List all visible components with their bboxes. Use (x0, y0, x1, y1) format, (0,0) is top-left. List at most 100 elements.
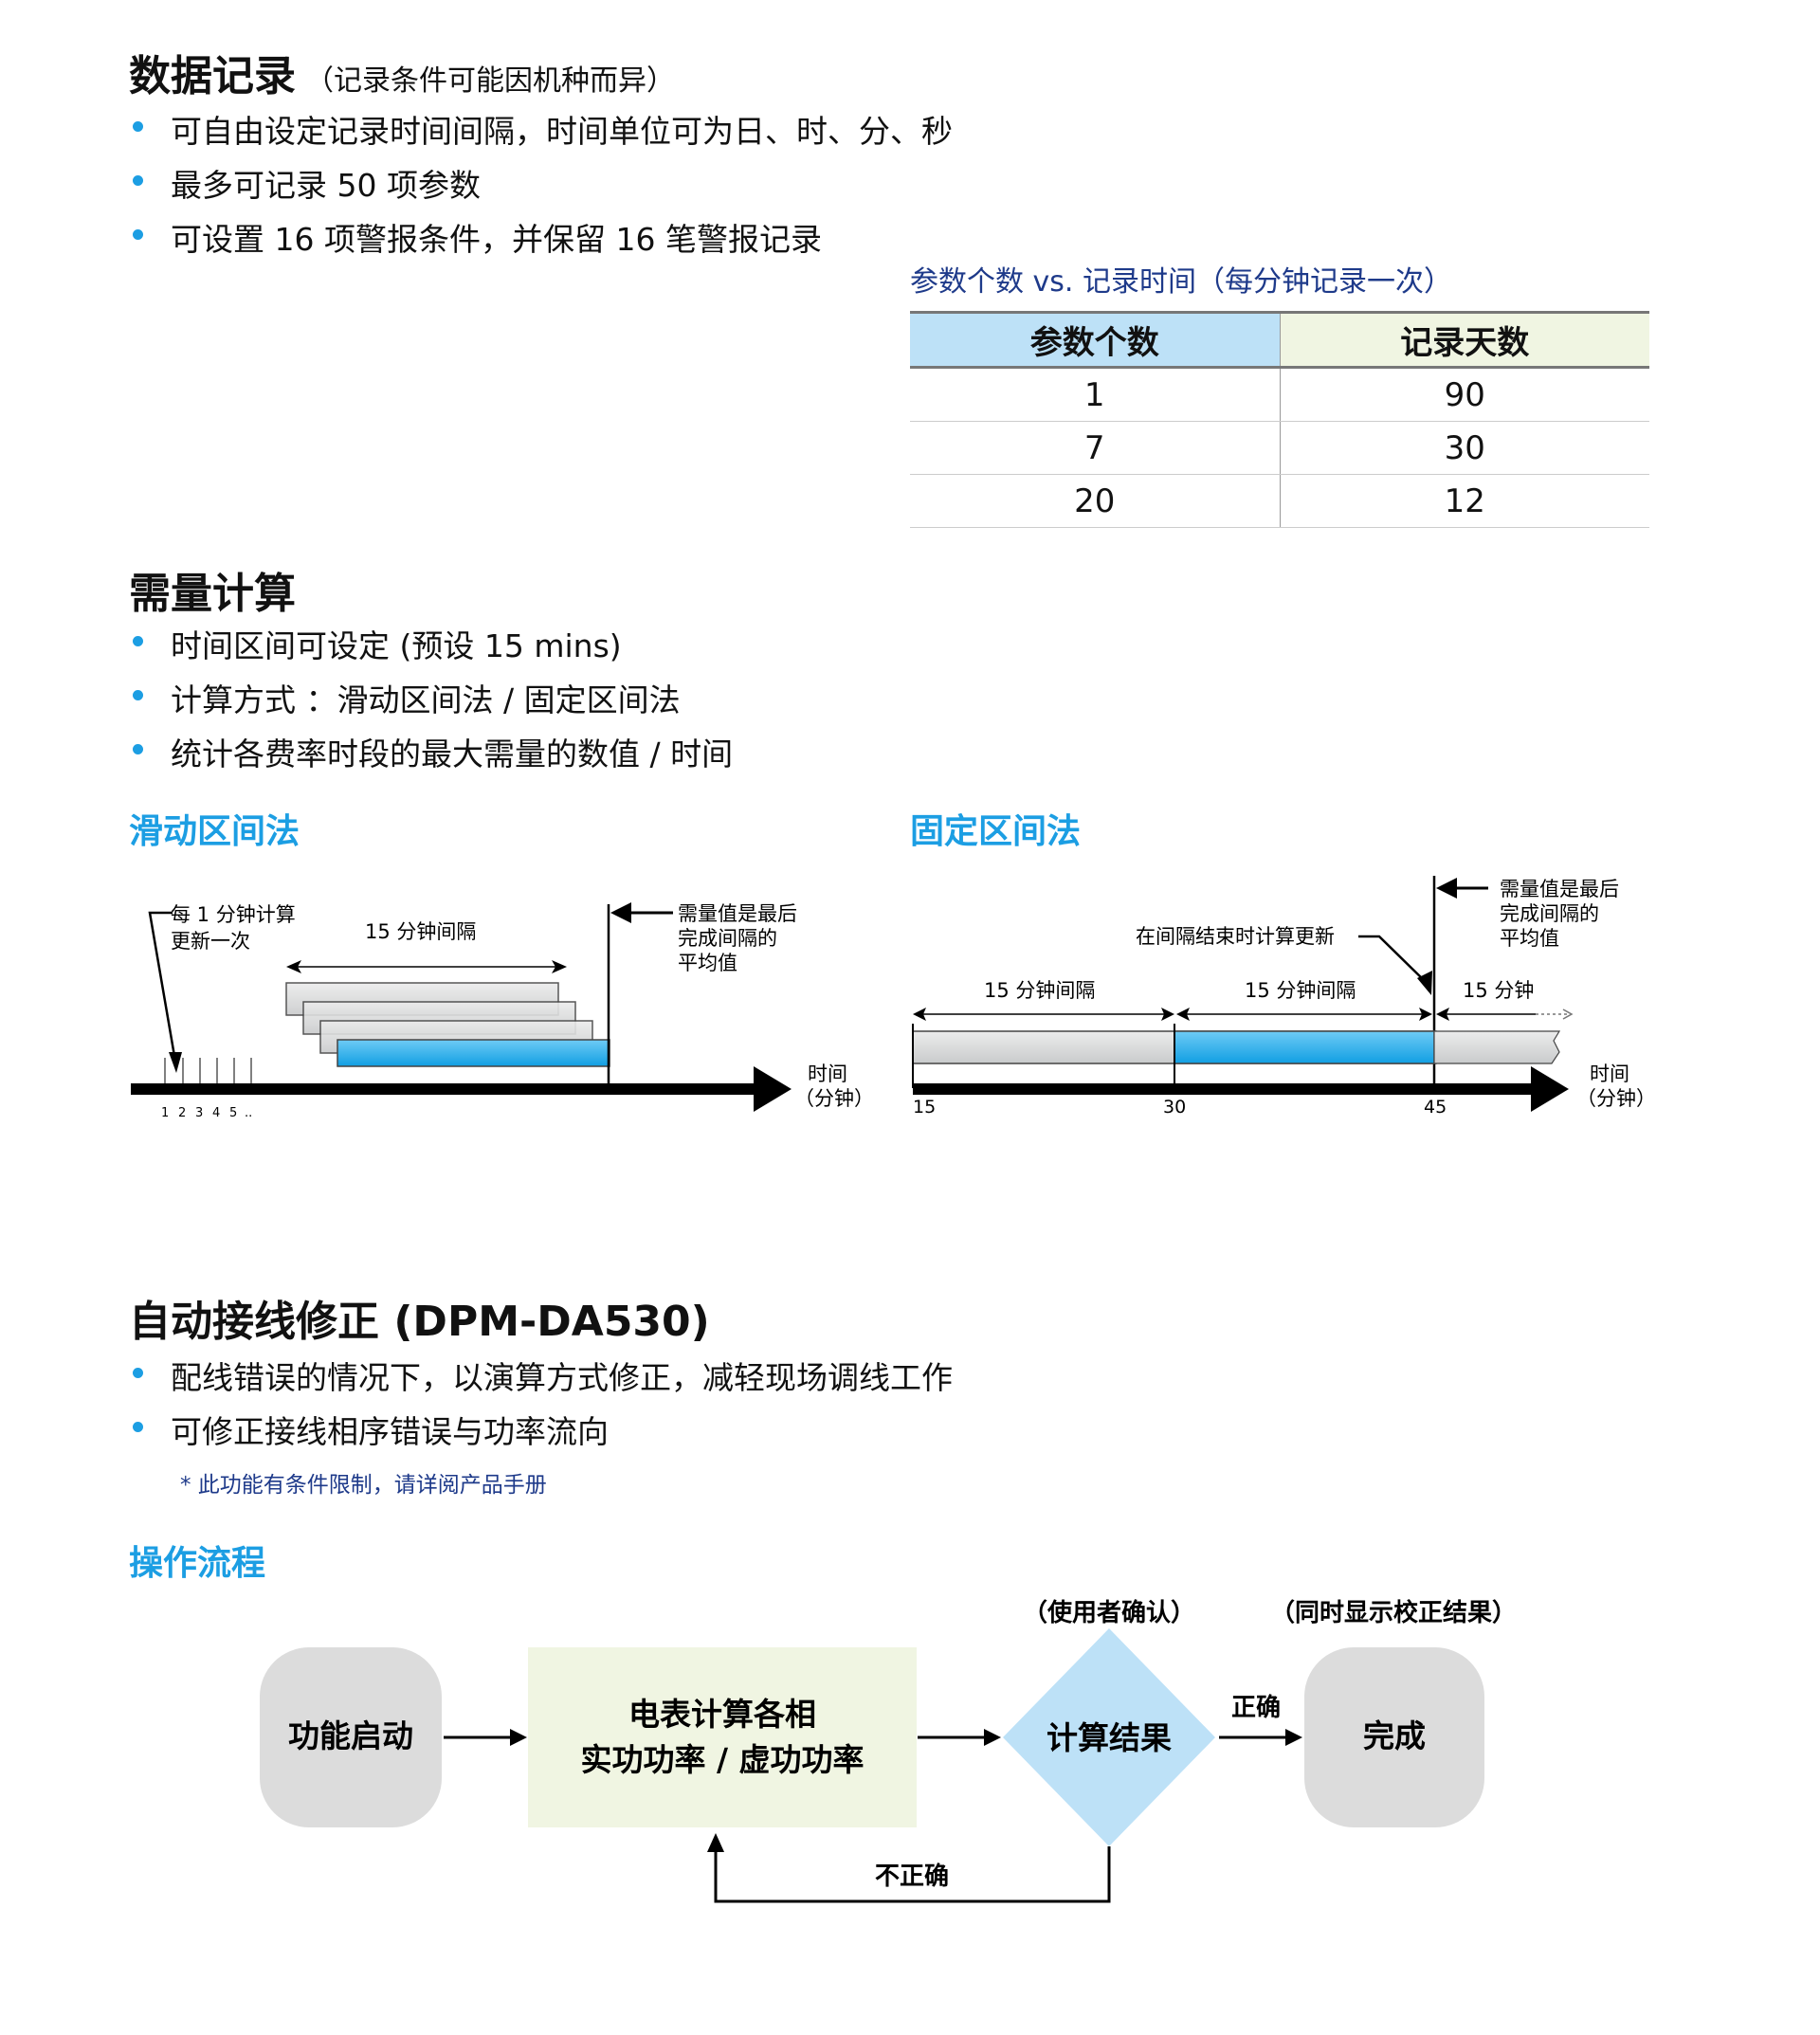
flow-calc-line1: 电表计算各相 (628, 1696, 816, 1733)
bullet-icon (133, 744, 143, 754)
demand-bullet: 时间区间可设定 (预设 15 mins) (171, 627, 622, 664)
table-row: 1 90 (910, 367, 1649, 422)
axis-label-line1: 时间 (808, 1063, 847, 1085)
operation-flowchart: 功能启动 电表计算各相 实功功率 / 虚功功率 计算结果 （使用者确认） 正确 … (260, 1598, 1517, 1903)
fixed-window-diagram: 在间隔结束时计算更新 需量值是最后 完成间隔的 平均值 15 分钟间隔 15 分… (912, 876, 1656, 1117)
logging-table: 参数个数 记录天数 1 90 7 30 20 12 (910, 311, 1649, 528)
window-bar-current (337, 1039, 610, 1067)
span-arrowhead (1419, 1008, 1432, 1021)
table-cell: 1 (910, 367, 1281, 422)
update-leader-line (1358, 935, 1426, 982)
interval-bar-current (1174, 1030, 1435, 1064)
tick-label: 45 (1424, 1097, 1447, 1117)
table-row: 20 12 (910, 474, 1649, 528)
update-note-line2: 更新一次 (171, 930, 250, 953)
tick-label: 5 (229, 1106, 237, 1120)
span-arrowhead (1436, 1008, 1449, 1021)
span-arrowhead (1176, 1008, 1190, 1021)
flow-node-calculate (528, 1647, 917, 1827)
time-axis (913, 1083, 1540, 1095)
wiring-bullet: 配线错误的情况下，以演算方式修正，减轻现场调线工作 (171, 1359, 953, 1396)
wiring-title: 自动接线修正 (DPM-DA530) (129, 1298, 710, 1346)
tick-label: 1 (161, 1106, 169, 1120)
flow-arrowhead (510, 1729, 527, 1746)
table-cell: 20 (910, 474, 1281, 528)
update-arrowhead (169, 1052, 182, 1073)
table-row: 7 30 (910, 421, 1649, 475)
tick-label: 3 (195, 1106, 203, 1120)
time-axis-arrowhead (754, 1066, 792, 1112)
flow-heading: 操作流程 (129, 1544, 266, 1583)
flow-node-start (260, 1647, 442, 1827)
bullet-icon (133, 690, 143, 700)
flow-decision-note: （使用者确认） (1023, 1598, 1195, 1627)
flow-arrowhead (1285, 1729, 1302, 1746)
table-cell: 12 (1280, 474, 1649, 528)
flow-arrow-no (714, 1846, 1111, 1903)
result-note-line1: 需量值是最后 (678, 902, 797, 925)
axis-label-line1: 时间 (1590, 1063, 1629, 1085)
update-note: 在间隔结束时计算更新 (1136, 925, 1335, 948)
result-note-line3: 平均值 (1500, 927, 1559, 950)
logging-title-text: 数据记录 (129, 52, 296, 100)
result-note-line1: 需量值是最后 (1500, 878, 1619, 900)
tick-label: 15 (913, 1097, 936, 1117)
result-arrowhead (610, 902, 631, 923)
bullet-icon (133, 121, 143, 132)
span-arrowhead (913, 1008, 926, 1021)
flow-decision-label: 计算结果 (1046, 1719, 1172, 1756)
logging-bullet: 可设置 16 项警报条件，并保留 16 笔警报记录 (171, 221, 822, 258)
demand-bullet: 计算方式 ：滑动区间法 / 固定区间法 (171, 681, 681, 718)
flow-calc-line2: 实功功率 / 虚功功率 (580, 1741, 864, 1778)
interval-bar-next (1433, 1030, 1561, 1064)
wiring-note: * 此功能有条件限制，请详阅产品手册 (180, 1473, 547, 1498)
sliding-heading: 滑动区间法 (129, 812, 300, 851)
flow-done-label: 完成 (1363, 1717, 1426, 1754)
time-axis (131, 1083, 766, 1095)
table-header-row: 参数个数 记录天数 (910, 311, 1649, 369)
tick-label: 2 (178, 1106, 186, 1120)
flow-yes-label: 正确 (1231, 1693, 1281, 1722)
result-arrowhead (1436, 878, 1457, 899)
update-leader-line (148, 911, 177, 1063)
tick-label: 30 (1163, 1097, 1186, 1117)
interval-label: 15 分钟 (1463, 979, 1534, 1002)
minute-ticks (164, 1058, 252, 1086)
open-span-arrowhead (1562, 1008, 1574, 1020)
interval-label: 15 分钟间隔 (1245, 979, 1356, 1002)
table-header-params: 参数个数 (910, 311, 1281, 369)
bullet-icon (133, 229, 143, 240)
tick-label: 4 (212, 1106, 220, 1120)
result-note-line2: 完成间隔的 (1500, 902, 1599, 925)
axis-label-line2: （分钟） (794, 1087, 874, 1110)
result-note-line3: 平均值 (678, 952, 737, 974)
table-cell: 30 (1280, 421, 1649, 475)
demand-bullet: 统计各费率时段的最大需量的数值 / 时间 (171, 736, 734, 772)
logging-title: 数据记录（记录条件可能因机种而异） (129, 42, 675, 102)
bullet-icon (133, 1368, 143, 1378)
update-arrowhead (1417, 971, 1432, 995)
flow-start-label: 功能启动 (288, 1717, 413, 1754)
fixed-heading: 固定区间法 (910, 812, 1082, 851)
table-cell: 90 (1280, 367, 1649, 422)
bullet-icon (133, 1422, 143, 1432)
wiring-bullet: 可修正接线相序错误与功率流向 (171, 1413, 609, 1450)
update-note-line1: 每 1 分钟计算 (171, 903, 296, 926)
logging-bullet: 最多可记录 50 项参数 (171, 167, 481, 204)
flow-node-done (1304, 1647, 1484, 1827)
table-header-days: 记录天数 (1280, 311, 1649, 369)
sliding-window-diagram: 每 1 分钟计算 更新一次 15 分钟间隔 需量值是最后 完成间隔的 平均值 1… (131, 902, 874, 1120)
flow-no-label: 不正确 (875, 1862, 949, 1891)
table-cell: 7 (910, 421, 1281, 475)
flow-node-decision (1003, 1628, 1215, 1846)
logging-bullet: 可自由设定记录时间间隔，时间单位可为日、时、分、秒 (171, 113, 953, 150)
interval-label: 15 分钟间隔 (365, 920, 476, 943)
flow-arrowhead (984, 1729, 1001, 1746)
flow-done-note: （同时显示校正结果） (1270, 1598, 1517, 1627)
span-arrowhead-right (552, 960, 567, 973)
table-caption: 参数个数 vs. 记录时间（每分钟记录一次） (910, 265, 1452, 299)
span-arrowhead-left (286, 960, 301, 973)
demand-title: 需量计算 (129, 570, 296, 618)
bullet-icon (133, 636, 143, 646)
interval-label: 15 分钟间隔 (984, 979, 1095, 1002)
